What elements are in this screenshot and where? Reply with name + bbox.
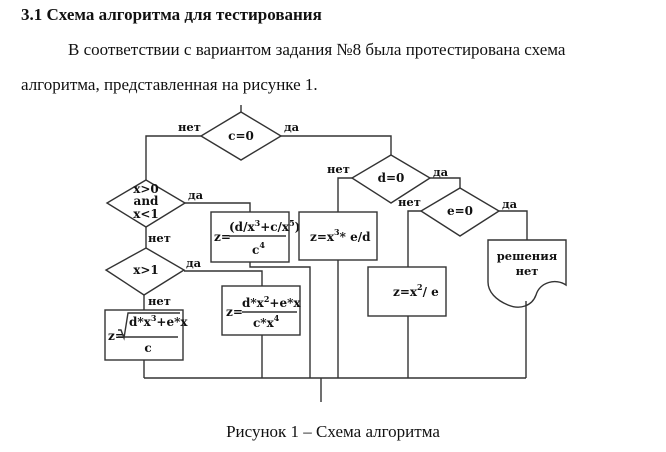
terminal-document [487,239,567,308]
connector [145,135,201,180]
f3-denominator: c*x4 [253,313,280,330]
decision-e-zero [419,187,501,237]
label-no: нет [327,162,350,176]
decision-e-zero-text: e=0 [447,204,473,218]
f2-expression: z=x3* e/d [310,227,371,244]
connector [184,270,263,286]
label-yes: да [284,120,300,134]
terminal-text-line2: нет [516,264,539,278]
paragraph-line-1: В соответствии с вариантом задания №8 бы… [68,40,566,59]
f1-numerator: (d/x3+c/x5) [229,218,300,234]
f4-lhs: z= [108,329,125,343]
decision-c-zero-text: c=0 [228,129,254,143]
connector [499,210,528,240]
sqrt-sign [118,312,180,341]
f1-denominator: c4 [252,240,265,257]
label-yes: да [433,165,449,179]
label-no: нет [178,120,201,134]
f3-lhs: z= [226,305,243,319]
f5-expression: z=x2/ e [393,282,439,299]
connector [337,177,352,212]
label-yes: да [502,197,518,211]
decision-d-zero [350,154,432,204]
process-f5 [367,266,447,317]
f4-numerator: d*x3+e*x [129,313,188,329]
decision-d-zero-text: d=0 [378,171,405,185]
terminal-text-line1: решения [497,249,558,263]
process-f2 [298,211,378,261]
f1-lhs: z= [214,230,231,244]
label-yes: да [188,188,204,202]
connector [185,202,251,212]
decision-range-line3: x<1 [133,207,159,221]
connector [249,262,311,378]
f4-denominator: c [144,341,151,355]
label-no: нет [148,231,171,245]
decision-range-line2: and [134,194,160,208]
connector [281,135,392,155]
decision-range-line1: x>0 [133,182,159,196]
decision-x-gt-1-text: x>1 [133,263,159,277]
connector [430,177,461,188]
paragraph-line-2: алгоритма, представленная на рисунке 1. [21,75,318,94]
section-heading: 3.1 Схема алгоритма для тестирования [21,5,322,24]
label-no: нет [398,195,421,209]
decision-c-zero [199,111,283,161]
figure-caption: Рисунок 1 – Схема алгоритма [226,422,440,441]
process-f3 [221,285,301,336]
label-no: нет [148,294,171,308]
connector [407,210,421,267]
label-yes: да [186,256,202,270]
process-f4 [104,309,184,361]
f3-numerator: d*x2+e*x [242,294,301,310]
